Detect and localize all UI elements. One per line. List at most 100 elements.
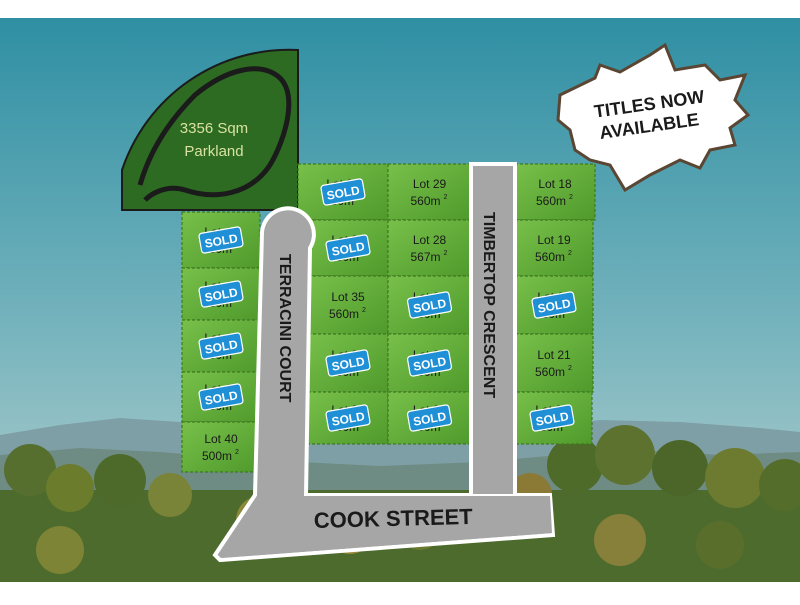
sold-badge: SOLD: [325, 349, 371, 377]
lot-20[interactable]: Lot 20560m2SOLD: [514, 275, 594, 335]
lot-parcel: [387, 219, 472, 277]
sold-badge: SOLD: [325, 234, 371, 262]
lot-parcel: [387, 163, 472, 221]
sold-badge-label: SOLD: [412, 296, 448, 316]
sold-badge: SOLD: [198, 383, 244, 411]
lot-area-unit: 2: [235, 449, 239, 456]
lot-37[interactable]: Lot 37560m2SOLD: [307, 391, 389, 445]
lot-area: 500m: [202, 449, 232, 463]
lot-27[interactable]: Lot 27560m2SOLD: [387, 275, 472, 335]
lot-area: 567m: [410, 250, 440, 264]
lot-title: Lot 19: [537, 233, 571, 247]
lot-parcel: [307, 275, 389, 335]
lot-42[interactable]: Lot 42560m2SOLD: [181, 267, 261, 321]
lot-area: 560m: [535, 250, 565, 264]
sold-badge-bg: [198, 226, 244, 254]
road-terracini-court: [212, 206, 556, 563]
sold-badge: SOLD: [320, 178, 366, 206]
lot-area: 560m: [535, 365, 565, 379]
sold-badge-bg: [406, 404, 453, 432]
sold-badge-bg: [325, 404, 371, 432]
lot-area-unit: 2: [444, 250, 448, 257]
lot-parcel: [514, 163, 596, 221]
lot-41[interactable]: Lot 41560m2SOLD: [181, 211, 261, 269]
sold-badge-bg: [406, 291, 453, 319]
sold-badge: SOLD: [198, 332, 244, 360]
sold-badge-label: SOLD: [331, 409, 367, 429]
street-timbertop: TIMBERTOP CRESCENT: [480, 212, 497, 398]
sold-badge: SOLD: [406, 291, 453, 319]
sold-badge-bg: [198, 332, 244, 360]
top-border: [0, 0, 800, 18]
sold-badge: SOLD: [198, 280, 244, 308]
lot-title: Lot 28: [413, 233, 447, 247]
lot-parcel: [181, 421, 261, 473]
lot-area-unit: 2: [569, 194, 573, 201]
sold-badge-label: SOLD: [204, 388, 240, 408]
titles-banner: TITLES NOW AVAILABLE: [556, 42, 751, 193]
lot-area: 560m: [329, 307, 359, 321]
lot-title: Lot 21: [537, 348, 571, 362]
lot-title: Lot 29: [413, 177, 447, 191]
sold-badge-bg: [325, 349, 371, 377]
bottom-border: [0, 582, 800, 600]
lot-25[interactable]: Lot 25560m2SOLD: [387, 391, 472, 445]
sold-badge-bg: [198, 383, 244, 411]
lot-26[interactable]: Lot 26560m2SOLD: [387, 333, 472, 393]
parkland-name-label: Parkland: [184, 143, 243, 160]
lot-22[interactable]: Lot 22560m2SOLD: [511, 391, 593, 445]
sold-badge-bg: [325, 234, 371, 262]
lot-title: Lot 35: [331, 290, 365, 304]
lot-36[interactable]: Lot 36560m2SOLD: [307, 333, 389, 393]
sold-badge-bg: [198, 280, 244, 308]
sold-badge-bg: [406, 349, 453, 377]
sold-badge-label: SOLD: [204, 285, 240, 305]
parkland-area: [121, 48, 299, 211]
tree-line: [0, 425, 800, 582]
lots-layer: Lot 41560m2SOLDLot 42560m2SOLDLot 43560m…: [181, 163, 596, 473]
sold-badge-label: SOLD: [204, 337, 240, 357]
sold-badge-label: SOLD: [537, 296, 573, 316]
lot-title: Lot 18: [538, 177, 572, 191]
sold-badge-label: SOLD: [326, 183, 362, 203]
street-cook: COOK STREET: [313, 504, 473, 533]
lot-area-unit: 2: [444, 194, 448, 201]
sold-badge-bg: [529, 404, 575, 432]
sold-badge-bg: [320, 178, 366, 206]
sold-badge: SOLD: [406, 404, 453, 432]
sold-badge-label: SOLD: [535, 409, 571, 429]
sold-badge: SOLD: [406, 349, 453, 377]
sold-badge-label: SOLD: [412, 354, 448, 374]
sold-badge: SOLD: [325, 404, 371, 432]
lot-area-unit: 2: [568, 250, 572, 257]
road-timbertop-crescent: [469, 162, 517, 498]
sold-badge: SOLD: [529, 404, 575, 432]
sold-badge-label: SOLD: [204, 231, 240, 251]
sold-badge: SOLD: [531, 291, 577, 319]
sold-badge: SOLD: [198, 226, 244, 254]
lot-area: 560m: [536, 194, 566, 208]
roads: [212, 162, 556, 563]
parkland-path: [137, 66, 292, 202]
lot-34[interactable]: Lot 34560m2SOLD: [307, 219, 389, 277]
lot-parcel: [514, 333, 594, 393]
lot-parcel: [514, 219, 594, 277]
parkland-area-label: 3356 Sqm: [180, 120, 248, 137]
sold-badge-label: SOLD: [331, 354, 367, 374]
lot-33[interactable]: Lot 33560m2SOLD: [297, 163, 389, 221]
road-cook-street-cover: [222, 496, 552, 558]
lot-28[interactable]: Lot 28 567m 2: [387, 219, 472, 277]
street-terracini: TERRACINI COURT: [276, 254, 293, 403]
lot-title: Lot 40: [204, 432, 238, 446]
sold-badge-bg: [531, 291, 577, 319]
lot-44[interactable]: Lot 44560m2SOLD: [181, 371, 261, 423]
lot-43[interactable]: Lot 43560m2SOLD: [181, 319, 261, 373]
